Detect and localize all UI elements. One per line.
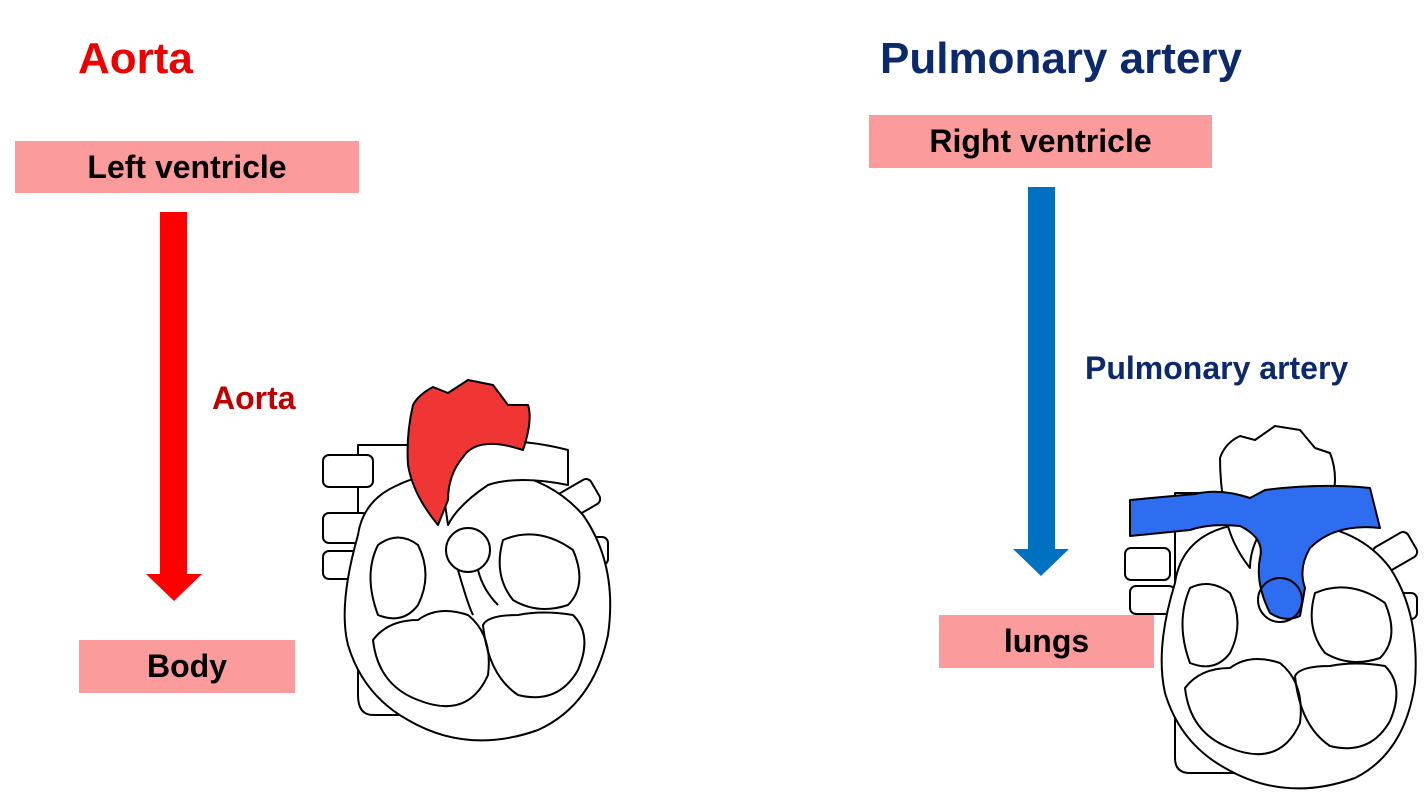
right-title: Pulmonary artery <box>880 34 1242 83</box>
right-source-label: Right ventricle <box>929 123 1152 159</box>
right-destination-label: lungs <box>1003 623 1090 659</box>
left-down-arrow-icon <box>146 212 202 601</box>
right-heart-diagram-icon <box>1124 425 1419 790</box>
left-source-label: Left ventricle <box>87 148 287 185</box>
left-source-box: Left ventricle <box>15 141 359 193</box>
left-title: Aorta <box>78 34 193 83</box>
left-vessel-label: Aorta <box>212 380 296 416</box>
right-source-box: Right ventricle <box>869 115 1212 168</box>
right-vessel-label: Pulmonary artery <box>1085 350 1349 386</box>
left-destination-label: Body <box>147 648 227 684</box>
left-heart-diagram-icon <box>322 379 612 742</box>
right-destination-box: lungs <box>939 615 1154 668</box>
left-destination-box: Body <box>79 640 295 693</box>
right-down-arrow-icon <box>1013 187 1069 576</box>
